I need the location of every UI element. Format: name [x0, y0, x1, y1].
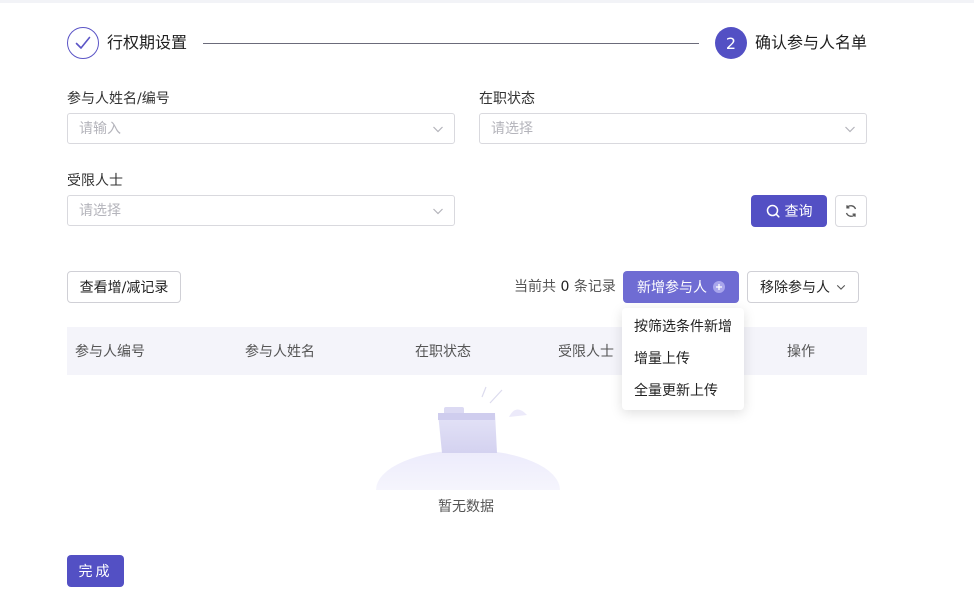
step-2-number: 2 [715, 27, 747, 59]
record-count-value: 0 [560, 279, 570, 295]
column-employment-status: 在职状态 [415, 344, 471, 360]
menu-item-add-by-filter[interactable]: 按筛选条件新增 [634, 319, 732, 335]
participant-placeholder: 请输入 [79, 121, 121, 137]
employment-status-placeholder: 请选择 [491, 121, 533, 137]
remove-participant-button[interactable]: 移除参与人 [747, 271, 859, 303]
remove-participant-label: 移除参与人 [760, 280, 830, 296]
record-count: 当前共 0 条记录 [514, 278, 616, 296]
menu-item-incremental-upload[interactable]: 增量上传 [634, 351, 690, 367]
top-divider [0, 0, 974, 3]
query-button-label: 查询 [784, 204, 813, 220]
step-1-check-icon [67, 27, 99, 59]
chevron-down-icon [836, 284, 846, 290]
menu-item-full-update-upload[interactable]: 全量更新上传 [634, 383, 718, 399]
empty-box-illustration [376, 386, 560, 490]
view-change-history-button[interactable]: 查看增/减记录 [67, 271, 181, 303]
plus-icon [713, 281, 725, 293]
done-button-label: 完成 [78, 564, 113, 580]
empty-state-text: 暂无数据 [438, 499, 494, 515]
chevron-down-icon [433, 208, 443, 215]
employment-status-label: 在职状态 [479, 91, 535, 107]
reset-button[interactable] [835, 195, 867, 227]
add-participant-button[interactable]: 新增参与人 [623, 271, 739, 303]
employment-status-select[interactable]: 请选择 [479, 113, 867, 144]
column-actions: 操作 [787, 344, 815, 360]
query-button[interactable]: 查询 [751, 195, 827, 227]
table-header: 参与人编号 参与人姓名 在职状态 受限人士 操作 [67, 327, 867, 375]
add-participant-label: 新增参与人 [637, 280, 707, 296]
column-participant-id: 参与人编号 [75, 344, 145, 360]
add-participant-menu: 按筛选条件新增 增量上传 全量更新上传 [622, 308, 744, 410]
restricted-person-select[interactable]: 请选择 [67, 195, 455, 226]
participant-label: 参与人姓名/编号 [67, 91, 170, 107]
record-count-prefix: 当前共 [514, 279, 556, 295]
search-icon [766, 204, 780, 218]
restricted-person-label: 受限人士 [67, 173, 123, 189]
view-change-history-label: 查看增/减记录 [79, 280, 169, 296]
chevron-down-icon [433, 126, 443, 133]
record-count-suffix: 条记录 [573, 279, 616, 295]
restricted-person-placeholder: 请选择 [79, 203, 121, 219]
column-participant-name: 参与人姓名 [245, 344, 315, 360]
step-1-label: 行权期设置 [107, 33, 188, 52]
done-button[interactable]: 完成 [67, 555, 124, 587]
refresh-icon [845, 205, 857, 217]
participant-input[interactable]: 请输入 [67, 113, 455, 144]
chevron-down-icon [845, 126, 855, 133]
step-2-label: 确认参与人名单 [755, 33, 868, 52]
step-connector [203, 43, 699, 44]
column-restricted-person: 受限人士 [558, 344, 614, 360]
